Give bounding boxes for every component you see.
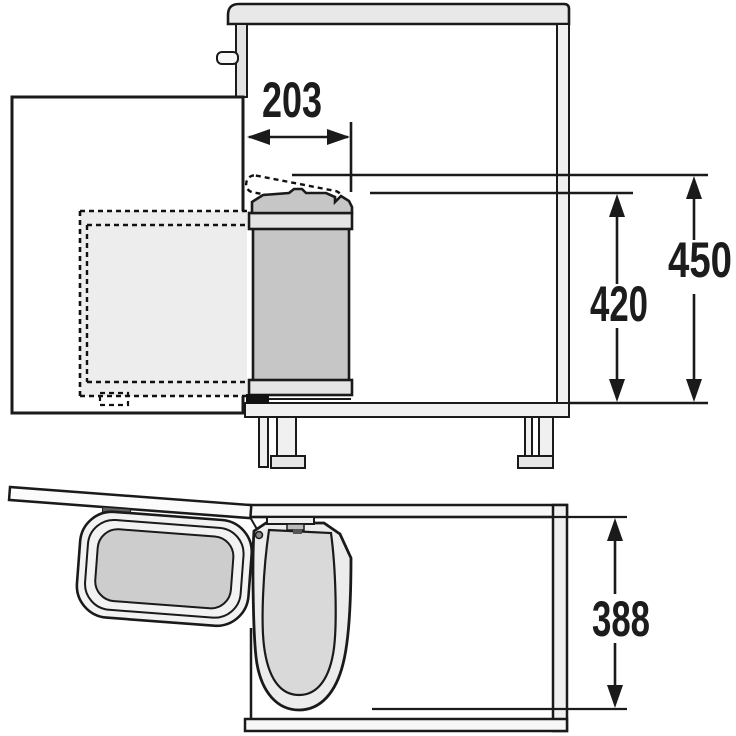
left-leg (276, 416, 297, 457)
arrow-right-icon (327, 129, 350, 145)
arrow-left-icon (247, 129, 270, 145)
bucket-hinge-bar (266, 516, 315, 525)
waste-bucket-plan (251, 516, 353, 712)
ghost-bin-fill (80, 211, 247, 396)
bin-rim (247, 211, 354, 231)
dim-450-label: 450 (668, 232, 732, 288)
bin-lid-closed (250, 187, 354, 215)
dimension-450: 450 (668, 176, 732, 402)
dim-388-label: 388 (592, 591, 650, 647)
bin-body (251, 226, 351, 384)
cabinet-right-wall (556, 23, 570, 405)
waste-bin-side (246, 187, 354, 404)
arrow-down-icon (609, 379, 625, 402)
bucket-hinge-nub (293, 529, 302, 534)
right-leg-foot (517, 455, 554, 469)
bucket-inner (261, 528, 337, 697)
door-knob (216, 51, 239, 65)
ghost-bin-dashed (78, 209, 247, 407)
cabinet-back-edge (243, 717, 569, 733)
dim-203-label: 203 (262, 72, 322, 128)
plan-view: 388 (7, 485, 650, 733)
cabinet-side-wall-plan (551, 503, 569, 733)
pivot-point (254, 530, 264, 540)
countertop (226, 2, 571, 26)
ghost-bracket (98, 391, 130, 407)
dim-420-label: 420 (590, 276, 648, 332)
lid-inner-plan (94, 528, 235, 610)
right-leg (538, 416, 554, 457)
arrow-up-icon (607, 518, 623, 541)
left-leg-post (258, 416, 269, 468)
left-leg-foot (270, 455, 306, 469)
arrow-down-icon (607, 685, 623, 708)
dimension-203: 203 (247, 72, 353, 192)
cabinet-bottom-panel (244, 402, 570, 418)
arrow-up-icon (686, 176, 702, 199)
cabinet-front-edge (246, 503, 569, 519)
bin-base (247, 378, 354, 397)
cabinet-legs (258, 416, 554, 469)
arrow-up-icon (609, 194, 625, 217)
arrow-down-icon (686, 379, 702, 402)
side-view: 203 450 420 (10, 2, 732, 469)
dimension-388: 388 (592, 518, 650, 708)
open-door-plan (7, 485, 254, 628)
dimension-420: 420 (590, 194, 648, 402)
mount-bracket (246, 394, 269, 404)
